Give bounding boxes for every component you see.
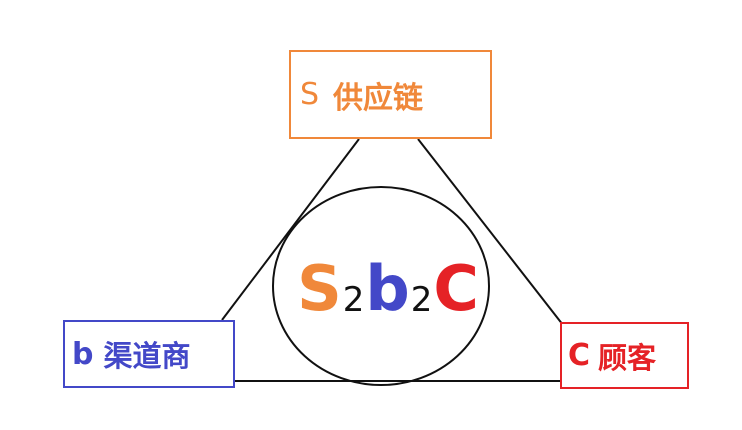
logo-2-second: 2 <box>410 280 433 320</box>
node-supply-letter: S <box>300 77 320 112</box>
node-channel: b 渠道商 <box>63 320 235 388</box>
edge-supply-channel <box>221 138 360 321</box>
node-customer-label: 顾客 <box>598 340 657 375</box>
edge-supply-customer <box>417 138 564 326</box>
node-channel-letter: b <box>72 336 94 372</box>
logo-s: S <box>297 252 342 325</box>
logo-c: C <box>433 252 479 325</box>
node-supply-chain: S 供应链 <box>289 50 492 139</box>
node-supply-label: 供应链 <box>333 80 424 116</box>
logo-b: b <box>365 252 410 325</box>
logo-2-first: 2 <box>342 280 365 320</box>
center-logo-s2b2c: S 2 b 2 C <box>297 240 479 325</box>
node-customer-letter: C <box>568 338 591 373</box>
node-customer: C 顾客 <box>560 322 689 389</box>
center-circle <box>272 186 490 386</box>
node-channel-label: 渠道商 <box>103 339 191 373</box>
